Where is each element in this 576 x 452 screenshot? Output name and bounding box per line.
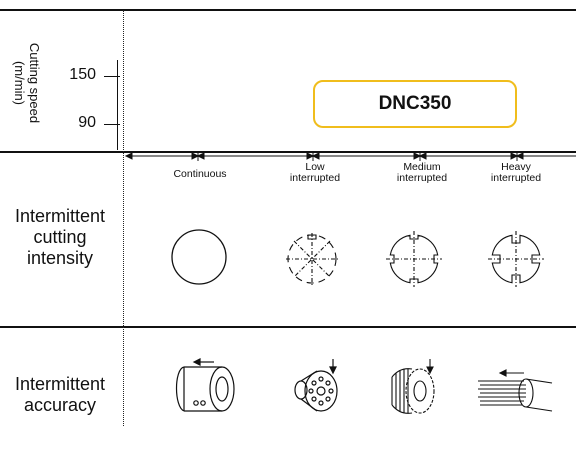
intensity-section-rule [0, 326, 576, 328]
splined-shaft-icon [478, 369, 553, 412]
plain-circle-icon [171, 229, 227, 285]
category-continuous: Continuous [173, 168, 227, 180]
grade-badge: DNC350 [313, 80, 517, 128]
axis-stub [117, 60, 119, 150]
label-column-divider [123, 10, 124, 426]
four-notch-workpiece-icon [386, 231, 442, 287]
eight-notch-workpiece-icon [286, 233, 338, 285]
tick-150: 150 [69, 66, 96, 83]
flanged-cylinder-icon [175, 358, 235, 412]
gear-workpiece-icon [391, 359, 435, 414]
tick-150-mark [104, 76, 120, 78]
holed-disc-icon [294, 359, 338, 412]
tick-90-mark [104, 124, 120, 126]
top-rule [0, 9, 576, 11]
speed-section-rule [0, 151, 576, 153]
tick-90: 90 [78, 114, 96, 131]
four-deep-notch-workpiece-icon [488, 231, 544, 287]
